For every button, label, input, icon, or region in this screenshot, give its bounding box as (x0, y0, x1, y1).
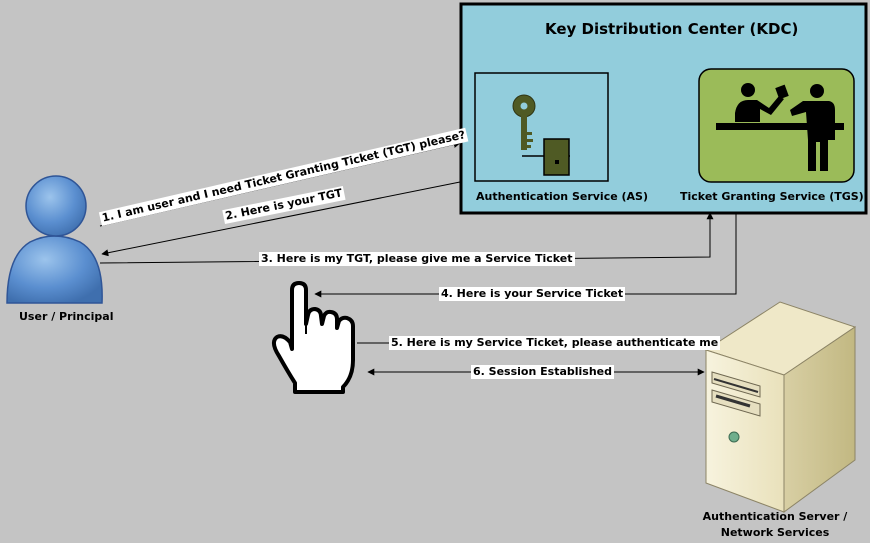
hand-pointer-icon (272, 281, 355, 394)
message-4: 4. Here is your Service Ticket (439, 287, 626, 301)
tgs-label: Ticket Granting Service (TGS) (680, 190, 864, 203)
kdc-title: Key Distribution Center (KDC) (545, 20, 799, 38)
as-label: Authentication Service (AS) (476, 190, 648, 203)
server-label-line2: Network Services (720, 526, 830, 539)
message-6: 6. Session Established (471, 365, 614, 379)
arrow-2 (101, 181, 461, 257)
door-icon (522, 138, 570, 176)
user-label: User / Principal (19, 310, 114, 323)
ticket-counter-icon (716, 83, 844, 171)
key-icon (512, 94, 536, 150)
as-box (474, 72, 609, 182)
user-icon (6, 175, 103, 304)
message-5: 5. Here is my Service Ticket, please aut… (389, 336, 721, 350)
message-3: 3. Here is my TGT, please give me a Serv… (259, 252, 575, 266)
server-label-line1: Authentication Server / (702, 510, 848, 523)
server-icon (704, 301, 857, 513)
